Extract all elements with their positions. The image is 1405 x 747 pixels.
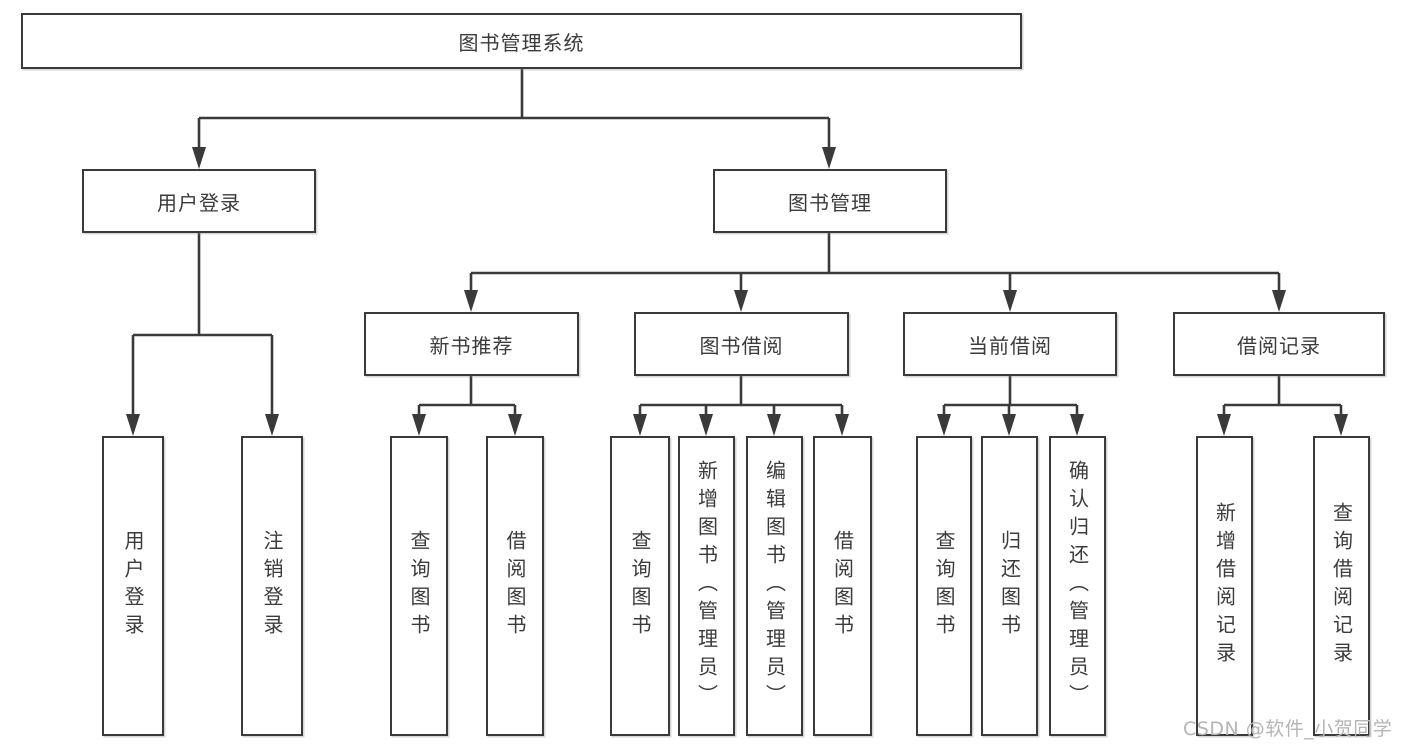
node-book-borrow: 图书借阅 xyxy=(634,312,849,376)
node-label: 图书管理 xyxy=(788,190,872,215)
node-label: 图书管理系统 xyxy=(458,30,585,55)
node-label: 归还图书 xyxy=(997,530,1022,642)
node-label: 查询图书 xyxy=(628,530,652,642)
node-user-login: 用户登录 xyxy=(82,169,316,233)
node-label: 新增图书（管理员） xyxy=(694,460,719,712)
node-label: 借阅图书 xyxy=(503,530,527,642)
leaf-user-login: 用户登录 xyxy=(102,436,164,736)
leaf-bb-borrow-books: 借阅图书 xyxy=(813,436,872,736)
leaf-cb-confirm-return-admin: 确认归还（管理员） xyxy=(1049,436,1106,736)
node-label: 查询图书 xyxy=(932,530,956,642)
node-label: 借阅图书 xyxy=(830,530,855,642)
node-label: 用户登录 xyxy=(157,190,241,215)
node-label: 查询图书 xyxy=(407,530,431,642)
leaf-br-query-record: 查询借阅记录 xyxy=(1313,436,1370,736)
node-label: 借阅记录 xyxy=(1237,333,1321,358)
node-label: 当前借阅 xyxy=(968,333,1052,358)
leaf-br-add-record: 新增借阅记录 xyxy=(1196,436,1253,736)
node-label: 图书借阅 xyxy=(699,333,784,358)
node-label: 编辑图书（管理员） xyxy=(762,460,787,712)
node-new-book-recommend: 新书推荐 xyxy=(364,312,579,376)
node-label: 查询借阅记录 xyxy=(1329,502,1354,670)
leaf-bb-add-books-admin: 新增图书（管理员） xyxy=(678,436,735,736)
leaf-cb-return-books: 归还图书 xyxy=(981,436,1038,736)
leaf-nb-query-books: 查询图书 xyxy=(390,436,448,736)
leaf-bb-query-books: 查询图书 xyxy=(610,436,670,736)
node-borrow-records: 借阅记录 xyxy=(1173,312,1385,376)
node-label: 用户登录 xyxy=(121,530,145,642)
csdn-watermark: CSDN @软件_小贺同学 xyxy=(1183,718,1393,740)
leaf-cb-query-books: 查询图书 xyxy=(916,436,972,736)
node-library-management-system: 图书管理系统 xyxy=(21,13,1022,69)
node-current-borrow: 当前借阅 xyxy=(903,312,1117,376)
leaf-logout: 注销登录 xyxy=(241,436,303,736)
node-label: 新增借阅记录 xyxy=(1212,502,1237,670)
node-book-management: 图书管理 xyxy=(713,169,947,233)
node-label: 确认归还（管理员） xyxy=(1065,460,1090,712)
leaf-nb-borrow-books: 借阅图书 xyxy=(486,436,544,736)
node-label: 新书推荐 xyxy=(429,333,514,358)
node-label: 注销登录 xyxy=(260,530,284,642)
leaf-bb-edit-books-admin: 编辑图书（管理员） xyxy=(746,436,803,736)
